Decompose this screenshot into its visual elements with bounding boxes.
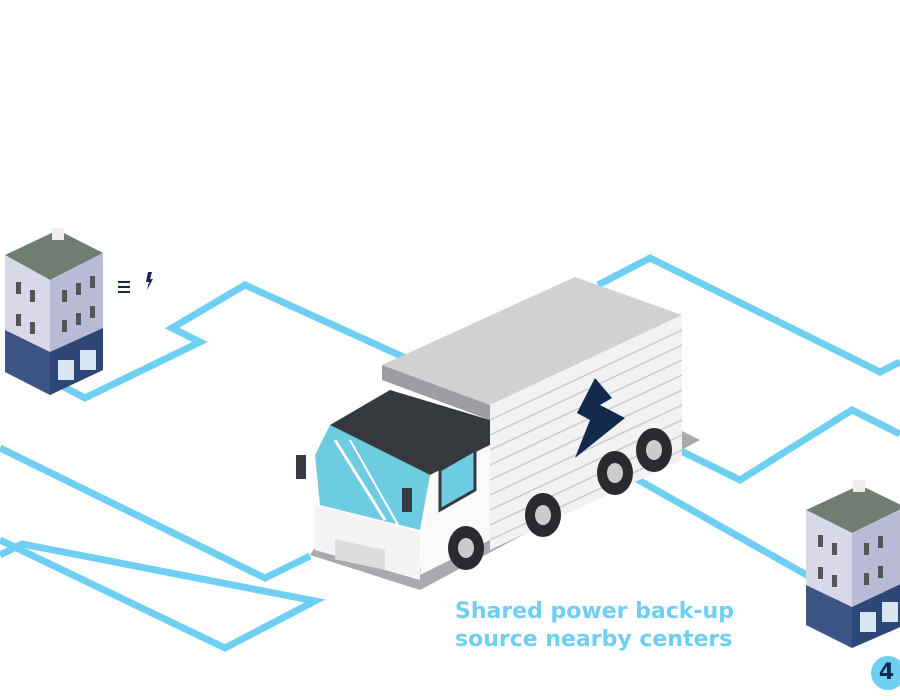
wheel-icon [448, 428, 672, 570]
route-line [596, 254, 900, 376]
building-icon [806, 480, 900, 648]
caption-line-2: source nearby centers [455, 627, 733, 652]
caption-line-1: Shared power back-up [455, 599, 734, 624]
equals-icon [118, 281, 130, 293]
route-lines [0, 254, 900, 652]
caption: Shared power back-up source nearby cente… [455, 598, 734, 654]
lightning-bolt-icon [146, 272, 153, 290]
route-line [58, 281, 412, 402]
route-line [673, 405, 900, 485]
delivery-truck-icon [296, 277, 700, 590]
truck-lightning-logo [575, 378, 625, 458]
building-icon [5, 228, 103, 395]
step-number-badge: 4 [871, 656, 900, 690]
route-line [633, 474, 814, 582]
route-line [0, 536, 326, 652]
route-line [0, 444, 312, 582]
